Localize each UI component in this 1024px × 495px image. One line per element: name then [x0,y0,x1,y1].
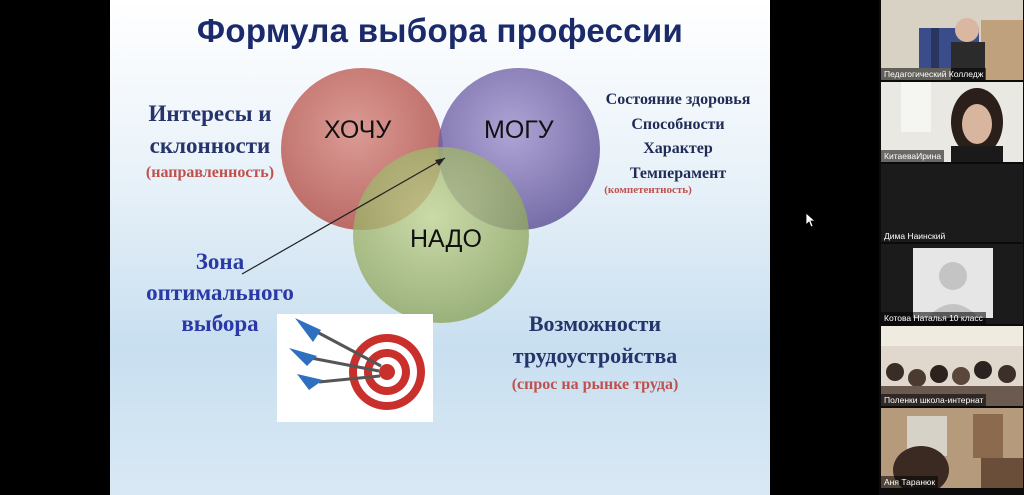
optimal-zone-label: Зона оптимального выбора [110,246,330,339]
zone-line3: выбора [181,311,259,336]
interests-line2: склонности [149,133,271,158]
participant-tile[interactable]: Дима Наинский [881,164,1023,242]
abilities-item: Способности [631,115,725,133]
shared-slide: Формула выбора профессии ХОЧУ МОГУ НАДО … [110,0,770,495]
abilities-block: Состояние здоровья Способности Характер … [588,88,768,186]
participant-name: Педагогический Колледж [881,68,987,80]
need-circle [353,147,529,323]
participant-video [881,326,1023,406]
want-label: ХОЧУ [324,116,392,144]
need-label: НАДО [410,225,482,253]
participant-tile[interactable]: Педагогический Колледж [881,0,1023,80]
interests-block: Интересы и склонности (направленность) [120,98,300,184]
zone-line1: Зона [195,249,245,274]
participant-name: Котова Наталья 10 класс [881,312,986,324]
participant-video [881,0,1023,80]
zone-line2: оптимального [146,280,294,305]
participant-name: Поленки школа-интернат [881,394,987,406]
participant-video [881,82,1023,162]
zone-pointer-arrow [241,157,446,275]
interests-line1: Интересы и [148,101,272,126]
abilities-item: Состояние здоровья [605,91,751,108]
participant-tile[interactable]: КитаеваИрина [881,82,1023,162]
interests-note: (направленность) [145,164,275,181]
participant-tile[interactable]: Котова Наталья 10 класс [881,244,1023,324]
abilities-item: Темперамент [629,164,727,182]
venn-diagram [241,68,600,323]
participant-name: КитаеваИрина [881,150,945,162]
employment-block: Возможности трудоустройства (спрос на ры… [470,308,720,398]
can-label: МОГУ [484,116,554,144]
slide-title: Формула выбора профессии [196,12,684,49]
employment-line2: трудоустройства [512,343,678,368]
participant-name: Дима Наинский [884,231,946,241]
participant-tile[interactable]: Поленки школа-интернат [881,326,1023,406]
participant-name: Аня Таранюк [881,476,939,488]
target-illustration [277,314,433,422]
participants-panel: Педагогический Колледж КитаеваИрина Дима… [879,0,1024,495]
abilities-item: Характер [643,140,713,157]
mouse-cursor-icon [806,213,816,227]
participant-video [881,408,1023,488]
employment-line1: Возможности [528,311,662,336]
participant-tile[interactable]: Аня Таранюк [881,408,1023,488]
employment-note: (спрос на рынке труда) [511,376,679,393]
dartboard-icon [289,318,425,410]
abilities-note: (компетентность) [604,184,692,196]
